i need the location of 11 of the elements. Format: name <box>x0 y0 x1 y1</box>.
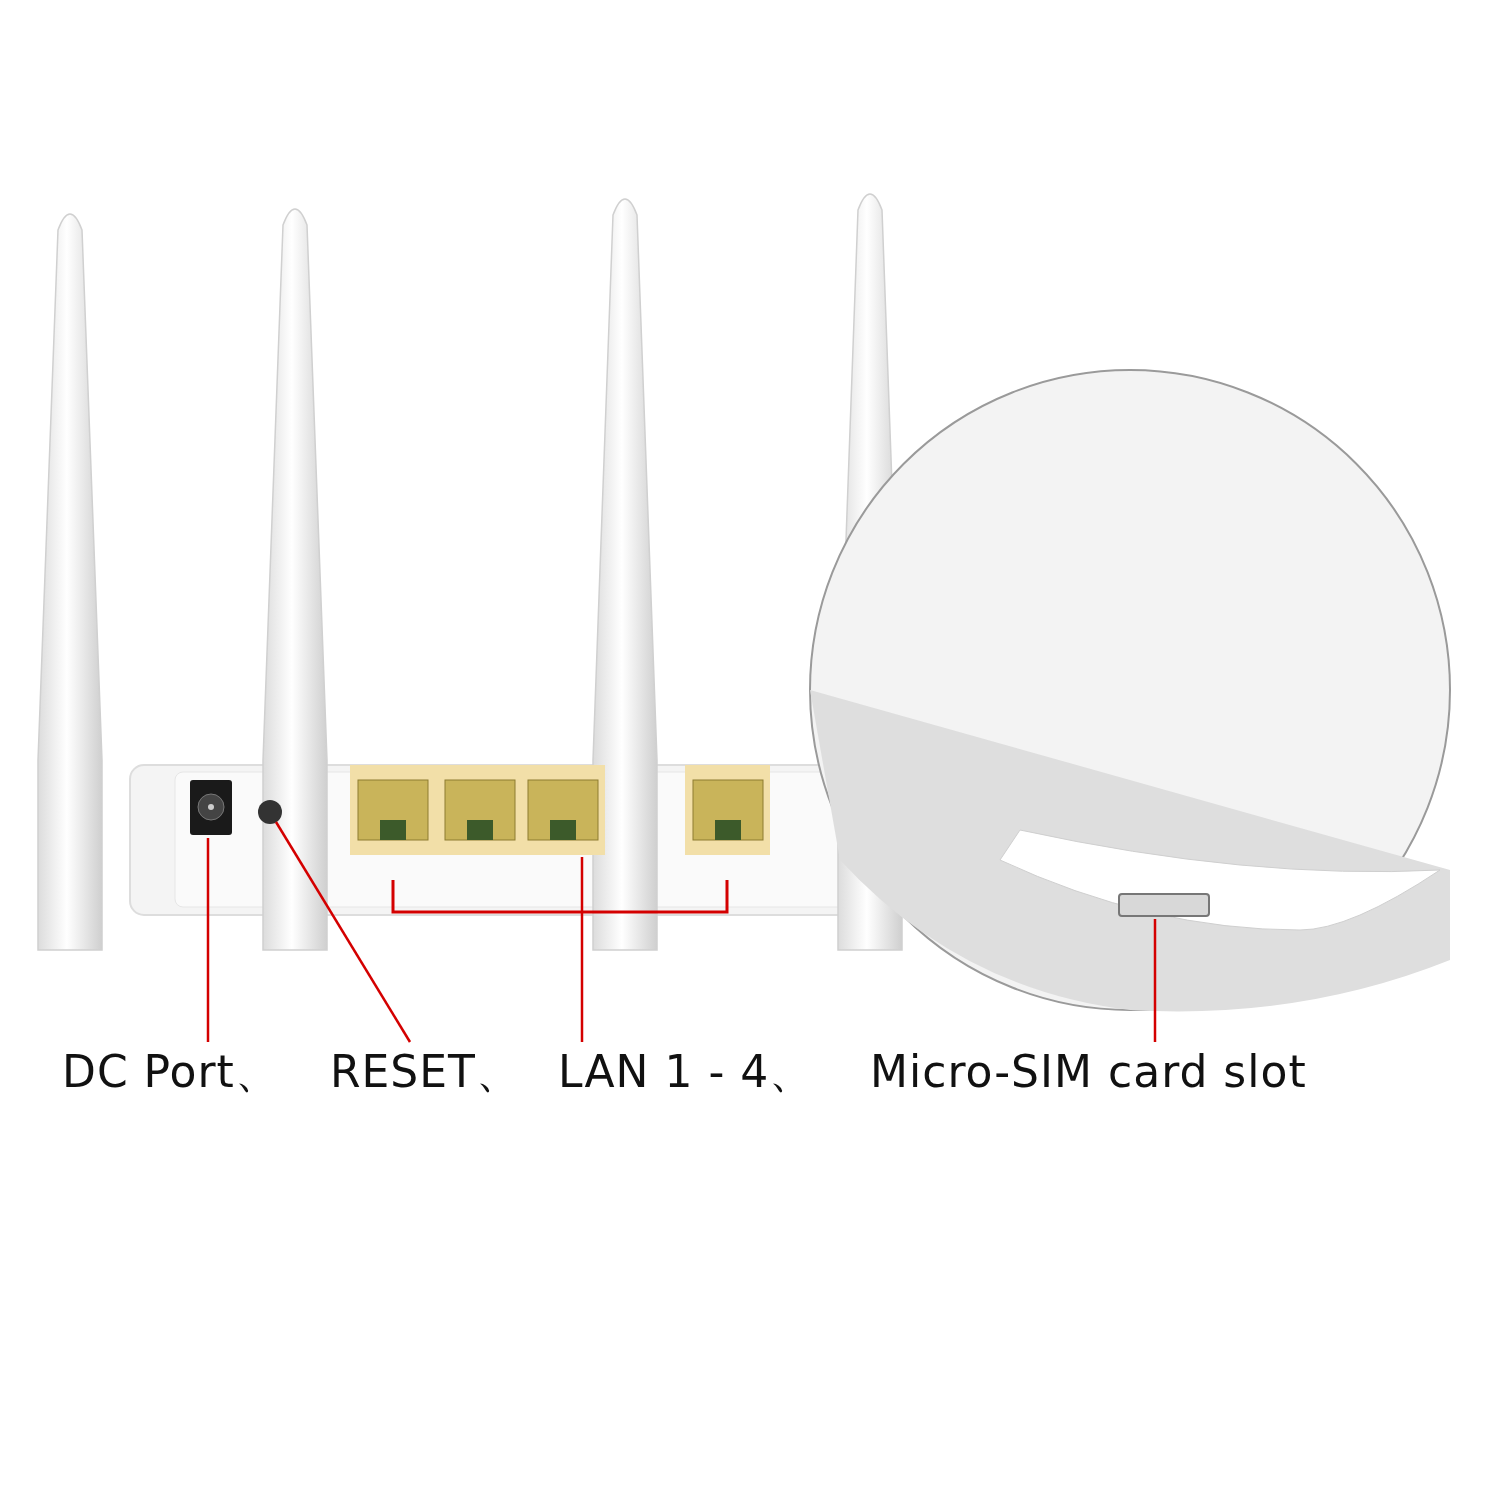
callout-label: RESET、 <box>330 1050 521 1094</box>
lan-ports <box>350 765 770 855</box>
callout-label: DC Port、 <box>62 1050 280 1094</box>
leader-line <box>1153 919 1157 1042</box>
leader-line <box>580 857 584 1042</box>
sim-card-slot <box>1118 893 1210 917</box>
leader-line <box>206 838 210 1042</box>
leader-line <box>274 821 412 1043</box>
callout-label: LAN 1 - 4、 <box>558 1050 815 1094</box>
callout-label: Micro-SIM card slot <box>870 1050 1307 1094</box>
dc-jack <box>190 780 232 835</box>
